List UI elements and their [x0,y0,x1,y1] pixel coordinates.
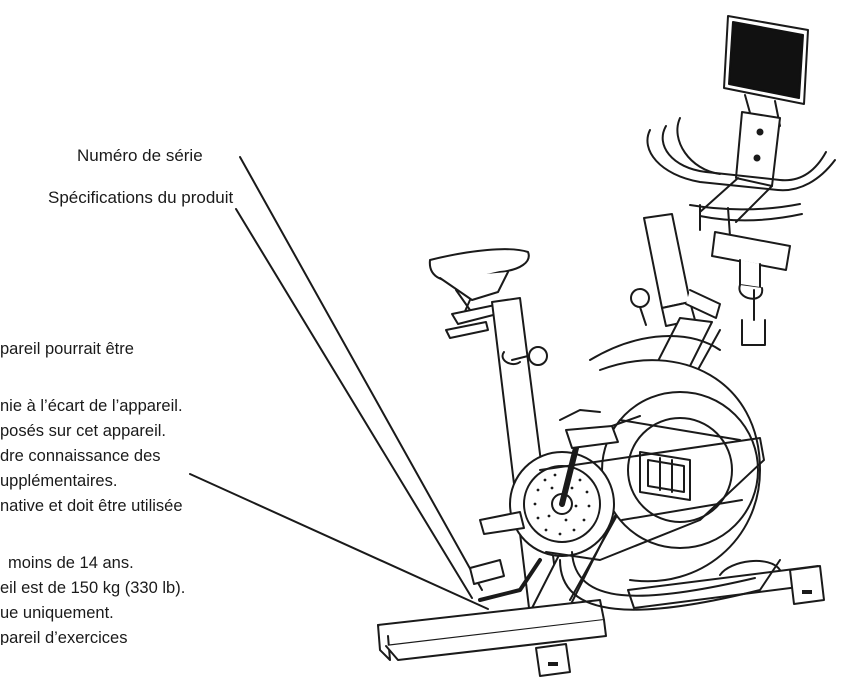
warning-line: nie à l’écart de l’appareil. [0,397,183,415]
chain-guard [539,437,765,561]
warning-line: dre connaissance des [0,447,161,465]
product-specifications-label: Spécifications du produit [48,188,234,207]
warning-line: eil est de 150 kg (330 lb). [0,579,186,597]
crank-assembly [469,409,641,602]
warning-line: pareil pourrait être [0,340,134,358]
warning-line: ue uniquement. [0,604,114,622]
front-column [630,213,721,327]
warning-line: moins de 14 ans. [8,554,134,572]
warning-line: upplémentaires. [0,472,118,490]
tablet-screen [723,15,809,127]
flywheel [599,359,761,583]
rear-stabilizer [377,599,607,677]
warning-line: pareil d’exercices [0,629,128,645]
serial-number-label: Numéro de série [77,146,203,165]
callout-leader-lines [189,156,489,610]
warning-line: posés sur cet appareil. [0,422,167,440]
saddle [428,248,530,339]
base-frame [559,551,781,611]
handlebars [646,117,836,346]
front-stabilizer [627,559,825,609]
handlebar-stem [699,111,781,223]
warning-line: native et doit être utilisée [0,497,183,515]
